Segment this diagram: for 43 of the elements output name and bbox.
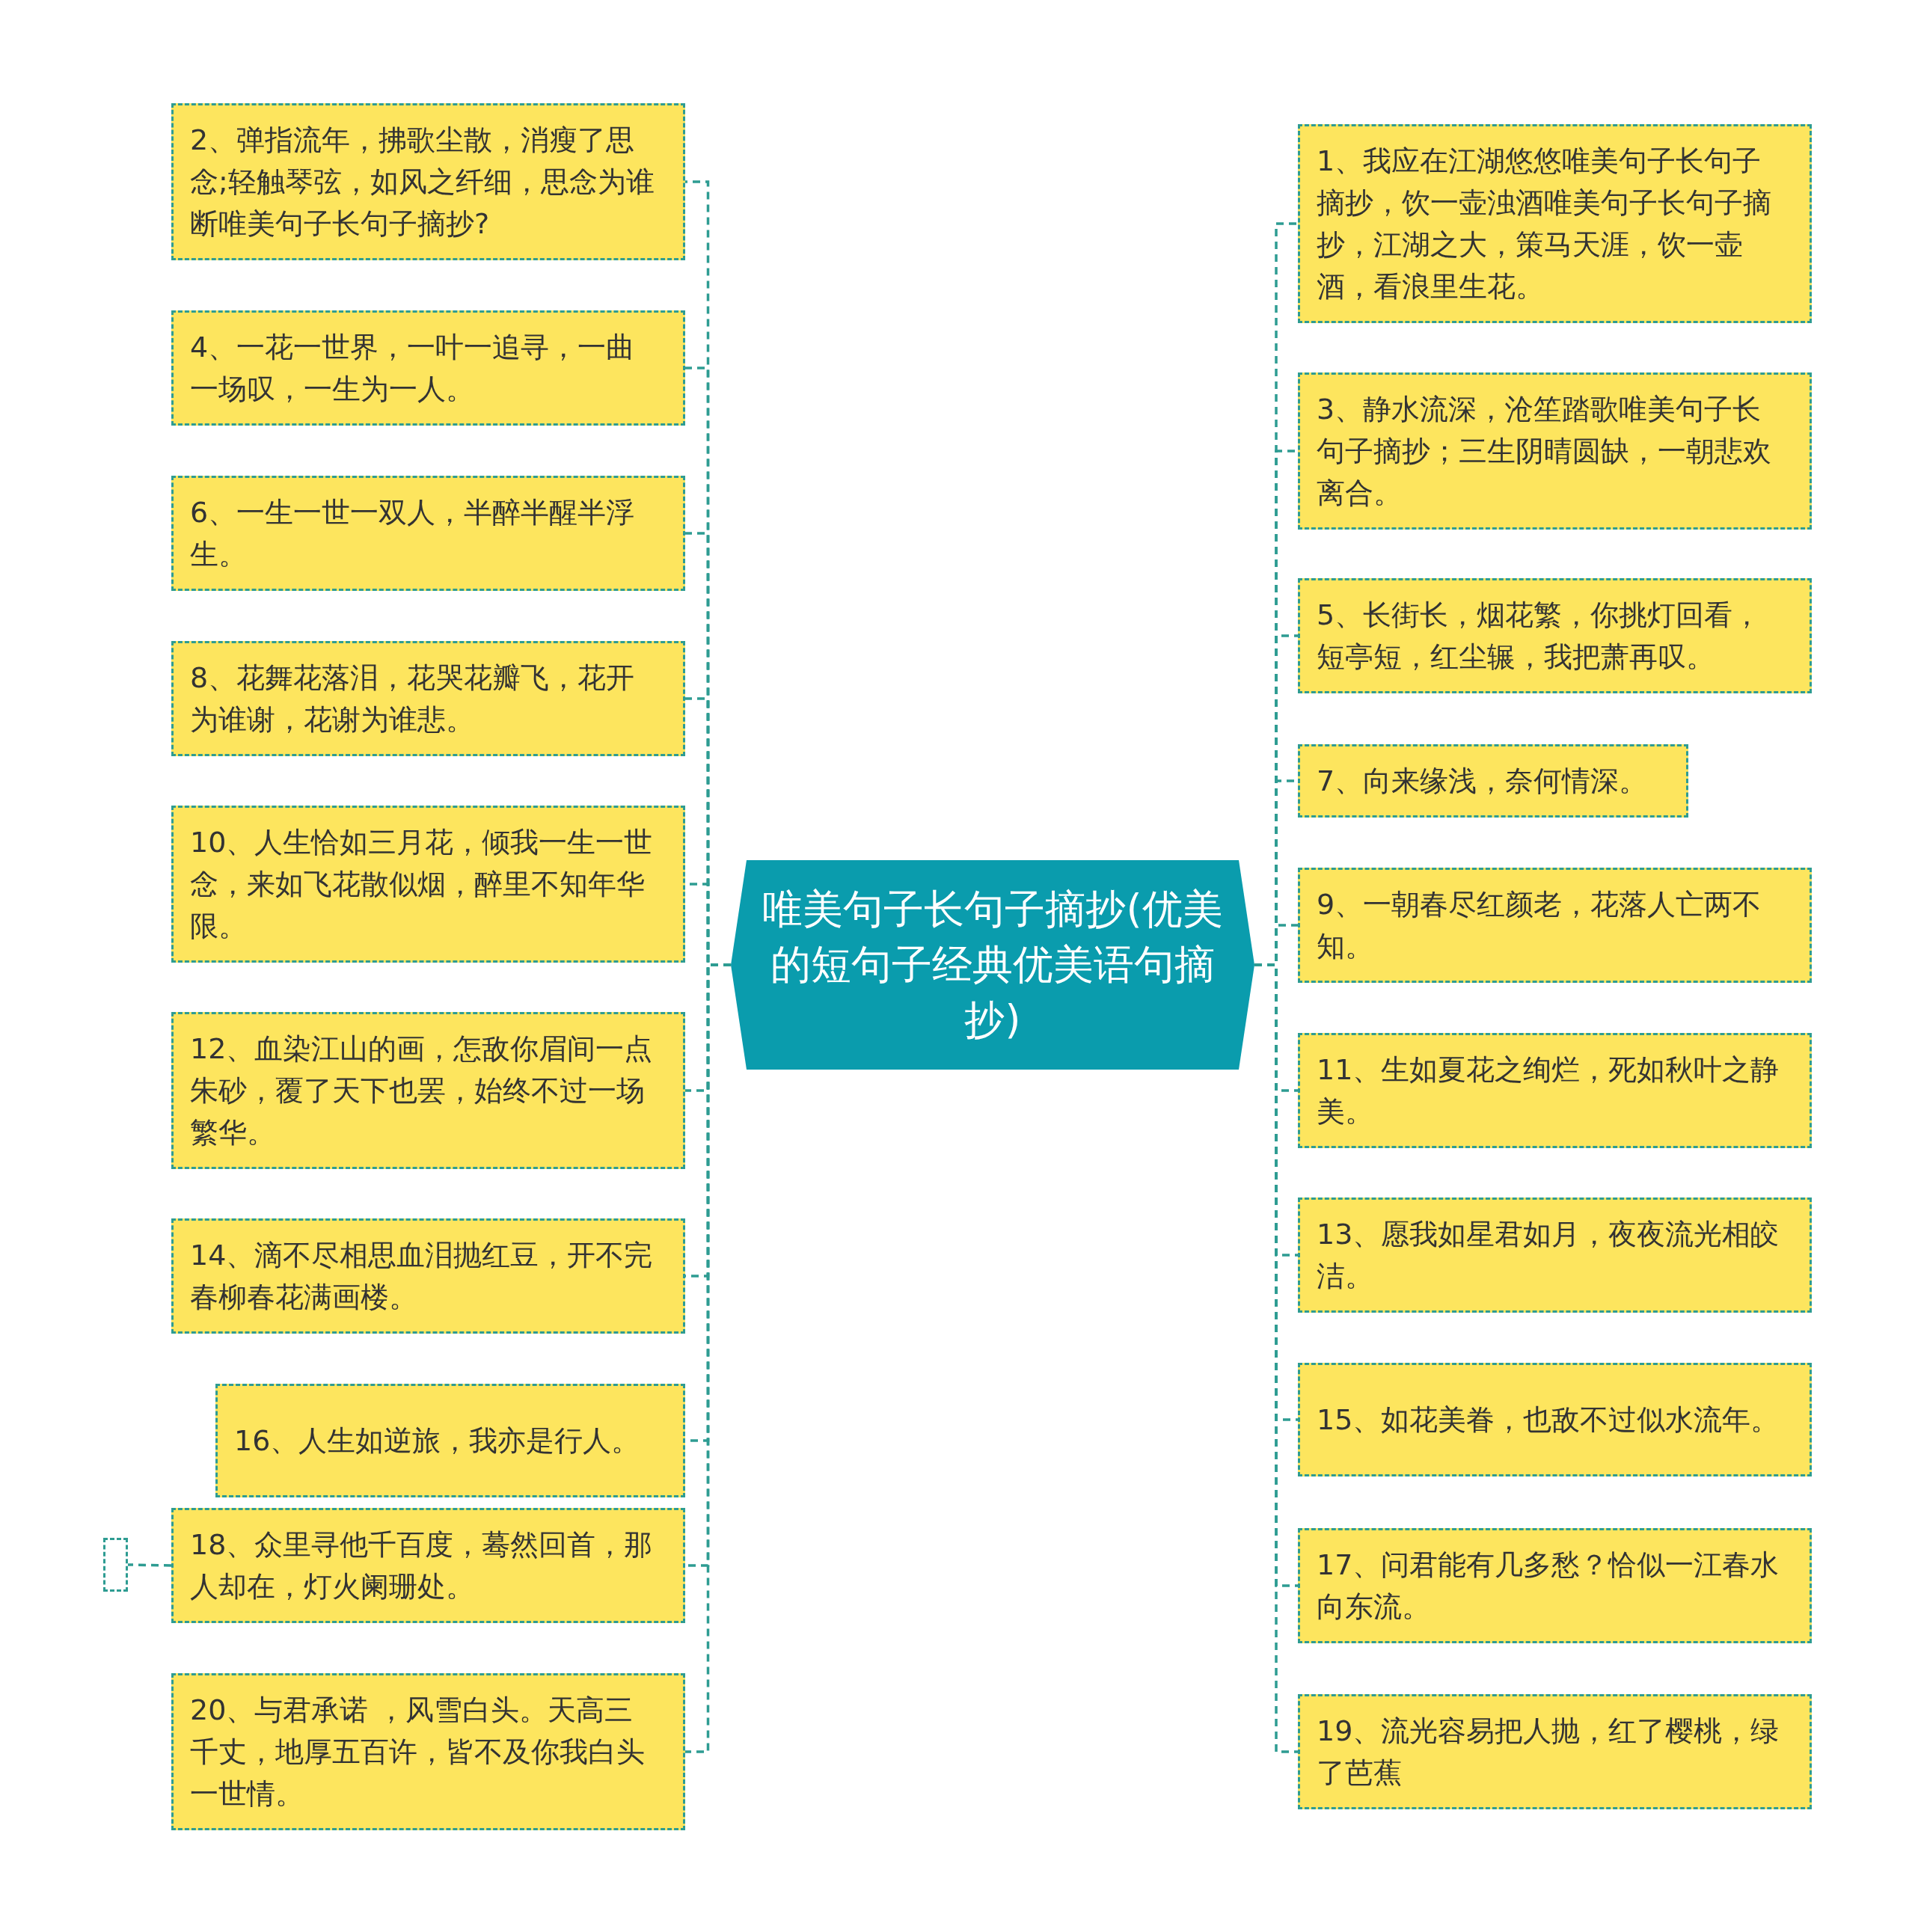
connector-line bbox=[127, 1563, 172, 1567]
note-box bbox=[1298, 1033, 1812, 1148]
quote-text: 19、流光容易把人抛，红了樱桃，绿了芭蕉 bbox=[1317, 1714, 1780, 1791]
quote-text: 1、我应在江湖悠悠唯美句子长句子摘抄，饮一壶浊酒唯美句子长句子摘抄，江湖之大，策马天涯，饮一壶酒，看浪里生花。 bbox=[1317, 144, 1772, 304]
note-box bbox=[1298, 578, 1812, 693]
quote-text: 6、一生一世一双人，半醉半醒半浮生。 bbox=[190, 495, 636, 572]
empty-box bbox=[103, 1538, 128, 1592]
quote-text: 10、人生恰如三月花，倾我一生一世念，来如飞花散似烟，醉里不知年华限。 bbox=[190, 825, 654, 944]
note-box bbox=[1298, 1197, 1812, 1313]
note-box bbox=[171, 806, 685, 963]
quote-text: 20、与君承诺 ，风雪白头。天高三千丈，地厚五百许，皆不及你我白头一世情。 bbox=[190, 1693, 646, 1812]
note-box bbox=[171, 641, 685, 756]
note-box bbox=[1298, 124, 1812, 323]
quote-text: 12、血染江山的画，怎敌你眉间一点朱砂，覆了天下也罢，始终不过一场繁华。 bbox=[190, 1031, 654, 1150]
quote-text: 15、如花美眷，也敌不过似水流年。 bbox=[1317, 1402, 1780, 1438]
note-box bbox=[171, 1673, 685, 1830]
note-box bbox=[171, 103, 685, 260]
quote-text: 14、滴不尽相思血泪抛红豆，开不完春柳春花满画楼。 bbox=[190, 1238, 654, 1315]
quote-text: 9、一朝春尽红颜老，花落人亡两不知。 bbox=[1317, 887, 1762, 964]
note-box bbox=[1298, 1694, 1812, 1809]
topic-text: 唯美句子长句子摘抄(优美的短句子经典优美语句摘抄) bbox=[762, 885, 1224, 1045]
note-box bbox=[171, 1218, 685, 1334]
note-box bbox=[1298, 372, 1812, 530]
note-box bbox=[171, 310, 685, 426]
quote-text: 2、弹指流年，拂歌尘散，消瘦了思念;轻触琴弦，如风之纤细，思念为谁断唯美句子长句子摘抄? bbox=[190, 123, 655, 242]
quote-text: 4、一花一世界，一叶一追寻，一曲一场叹，一生为一人。 bbox=[190, 330, 636, 407]
quote-text: 7、向来缘浅，奈何情深。 bbox=[1317, 764, 1648, 799]
quote-text: 8、花舞花落泪，花哭花瓣飞，花开为谁谢，花谢为谁悲。 bbox=[190, 660, 636, 737]
note-box bbox=[215, 1384, 685, 1497]
note-box bbox=[1298, 1528, 1812, 1643]
quote-text: 3、静水流深，沧笙踏歌唯美句子长句子摘抄；三生阴晴圆缺，一朝悲欢离合。 bbox=[1317, 392, 1772, 511]
quote-text: 5、长街长，烟花繁，你挑灯回看，短亭短，红尘辗，我把萧再叹。 bbox=[1317, 598, 1762, 675]
note-box bbox=[1298, 868, 1812, 983]
note-box bbox=[171, 1012, 685, 1169]
quote-text: 16、人生如逆旅，我亦是行人。 bbox=[234, 1423, 640, 1459]
note-box bbox=[171, 476, 685, 591]
quote-text: 18、众里寻他千百度，蓦然回首，那人却在，灯火阑珊处。 bbox=[190, 1527, 654, 1604]
note-box bbox=[171, 1508, 685, 1623]
quote-text: 11、生如夏花之绚烂，死如秋叶之静美。 bbox=[1317, 1052, 1780, 1129]
note-box bbox=[1298, 744, 1688, 818]
quote-text: 13、愿我如星君如月，夜夜流光相皎洁。 bbox=[1317, 1217, 1780, 1294]
quote-text: 17、问君能有几多愁？恰似一江春水向东流。 bbox=[1317, 1548, 1780, 1625]
note-box bbox=[1298, 1363, 1812, 1476]
